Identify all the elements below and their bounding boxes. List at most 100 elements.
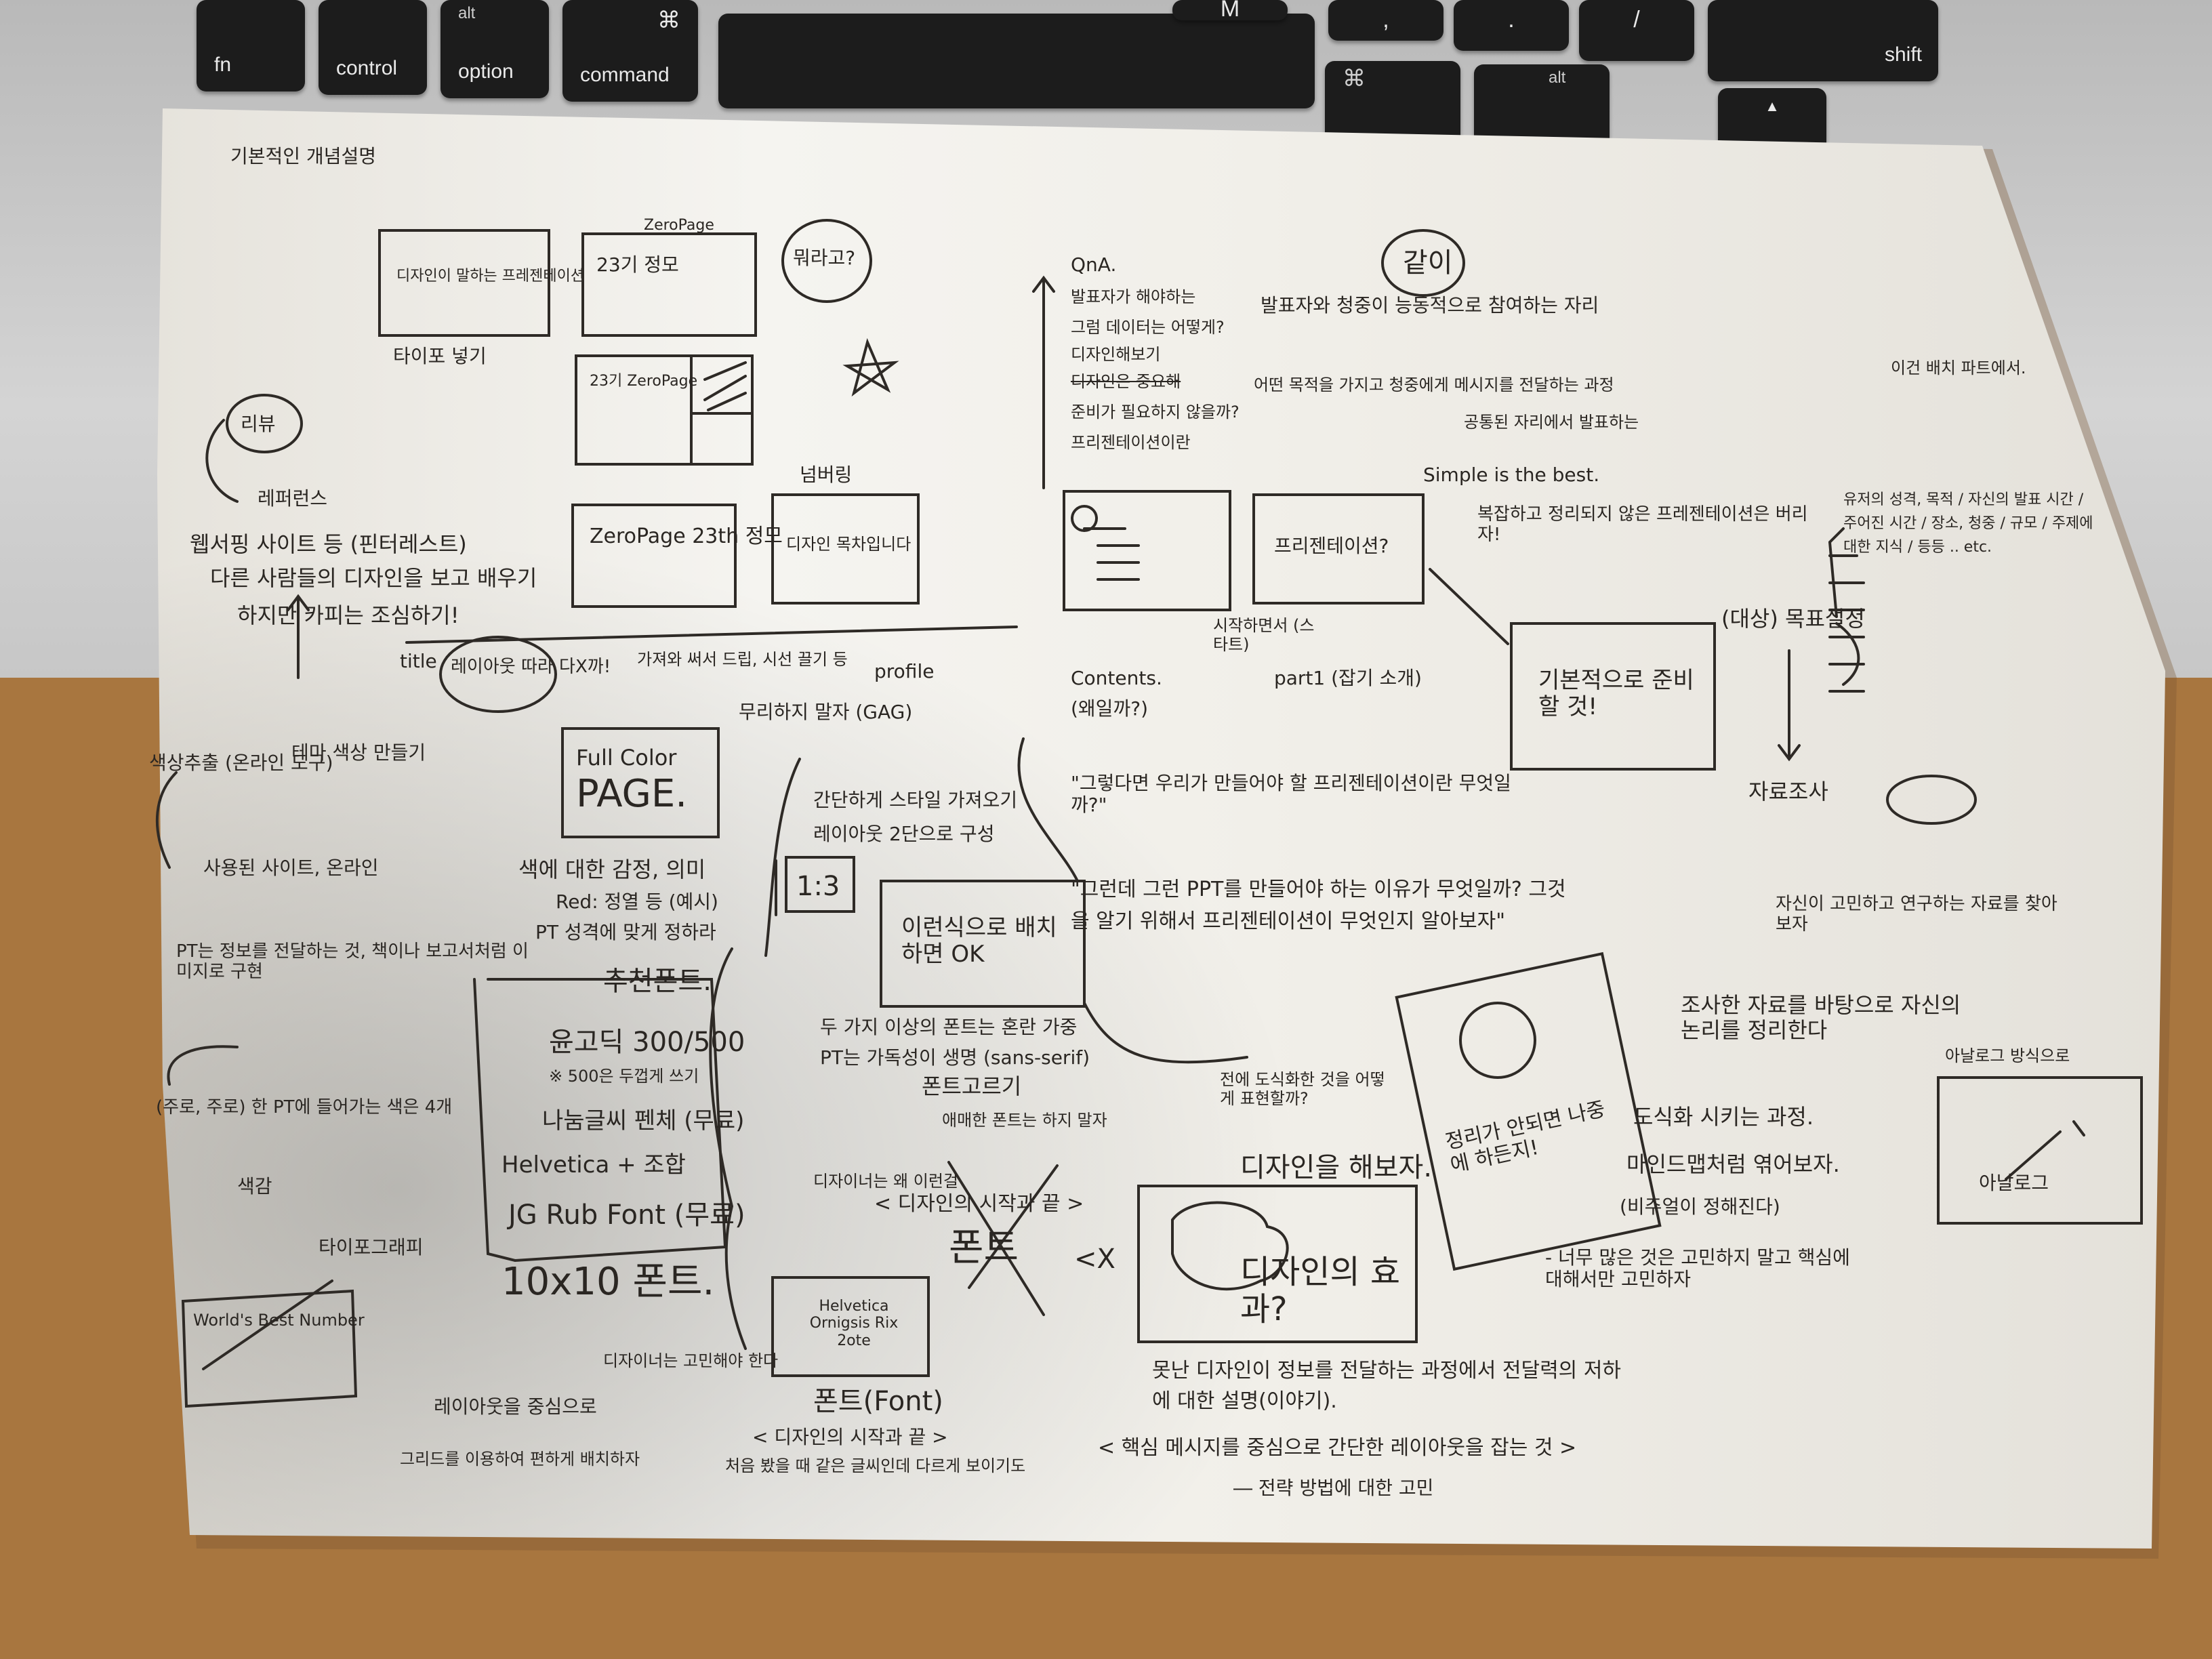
note-ratio: 1:3 — [796, 871, 840, 902]
note-worlds-best: World's Best Number — [193, 1311, 365, 1330]
note-designer-tip: < 디자인의 시작과 끝 > — [874, 1192, 1084, 1216]
key-m[interactable]: M — [1172, 0, 1288, 22]
note-page: PAGE. — [576, 772, 688, 816]
key-period[interactable]: . — [1454, 0, 1569, 51]
note-font-label: 폰트(Font) — [813, 1386, 943, 1417]
note-contents: Contents. — [1071, 667, 1162, 689]
key-option-label: option — [458, 60, 514, 83]
note-qna5: 준비가 필요하지 않을까? — [1071, 403, 1240, 422]
note-image: 가져와 써서 드립, 시선 끌기 등 — [637, 650, 848, 669]
note-designer-tool: 디자이너는 고민해야 한다 — [603, 1351, 779, 1370]
key-slash[interactable]: / — [1579, 0, 1694, 61]
note-grid: 그리드를 이용하여 편하게 배치하자 — [400, 1450, 640, 1469]
note-face: 정리가 안되면 나중에 하든지! — [1443, 1097, 1607, 1178]
note-pt-font: PT는 가독성이 생명 (sans-serif) — [820, 1046, 1090, 1069]
note-start: 시작하면서 (스타트) — [1213, 616, 1315, 654]
note-flow: (비주얼이 정해진다) — [1620, 1195, 1780, 1218]
note-others-design: 다른 사람들의 디자인을 보고 배우기 — [210, 565, 537, 591]
note-together: 같이 — [1403, 247, 1453, 279]
note-reference: 레퍼런스 — [258, 487, 328, 510]
note-red: Red: 정열 등 (예시) — [556, 890, 718, 913]
note-layout: 레이아웃 2단으로 구성 — [813, 823, 995, 845]
note-font-big: 폰트 — [949, 1226, 1019, 1270]
key-control[interactable]: control — [319, 0, 427, 95]
note-font-pick: 폰트고르기 — [922, 1073, 1022, 1099]
note-part1: part1 (잡기 소개) — [1274, 667, 1422, 689]
note-analog: 아날로그 방식으로 — [1945, 1046, 2070, 1065]
key-comma[interactable]: , — [1328, 0, 1443, 41]
note-pt-info: PT는 정보를 전달하는 것, 책이나 보고서처럼 이미지로 구현 — [176, 941, 529, 982]
note-visualize: 도식화 시키는 과정. — [1633, 1104, 1814, 1130]
key-fn[interactable]: fn — [197, 0, 305, 91]
note-pt-color: PT 성격에 맞게 정하라 — [535, 921, 716, 943]
note-box2: 23기 정모 — [596, 253, 679, 276]
key-slash-label: / — [1633, 7, 1640, 33]
note-bubble-what: 뭐라고? — [793, 247, 856, 269]
note-designer-q: 전에 도식화한 것을 어떻게 표현할까? — [1220, 1070, 1385, 1108]
key-command-symbol: ⌘ — [657, 7, 680, 33]
note-design-effect: 디자인의 효과? — [1240, 1253, 1401, 1329]
note-gag: 무리하지 말자 (GAG) — [739, 701, 913, 723]
note-target: (대상) 목표설정 — [1721, 606, 1865, 632]
key-m-label: M — [1220, 0, 1240, 22]
key-command-right-label: ⌘ — [1343, 66, 1366, 91]
note-why-bubble: (왜일까?) — [1071, 697, 1148, 720]
note-essential: - 너무 많은 것은 고민하지 말고 핵심에 대해서만 고민하자 — [1545, 1246, 1850, 1291]
note-layout-final: 레이아웃을 중심으로 — [434, 1395, 597, 1418]
key-space[interactable] — [718, 14, 1315, 108]
note-profile: profile — [874, 660, 935, 682]
note-qna6: 프리젠테이션이란 — [1071, 433, 1191, 452]
note-center-box: 이런식으로 배치하면 OK — [901, 914, 1057, 968]
note-title-caption: 타이포 넣기 — [393, 345, 487, 367]
note-font1: 윤고딕 300/500 — [549, 1027, 745, 1058]
note-title-label: title — [400, 650, 437, 672]
key-command-label: command — [580, 64, 670, 86]
note-full-color: Full Color — [576, 745, 677, 771]
note-box4: ZeroPage 23th 정모 — [590, 525, 783, 548]
note-font-box: Helvetica Ornigsis Rix 2ote — [809, 1298, 899, 1349]
note-font-desc: 처음 봤을 때 같은 글씨인데 다르게 보이기도 — [725, 1456, 1026, 1475]
key-shift[interactable]: shift — [1708, 0, 1938, 81]
key-fn-label: fn — [214, 54, 232, 76]
note-font5: 10x10 폰트. — [501, 1260, 715, 1304]
note-mindmap: 마인드맵처럼 엮어보자. — [1626, 1151, 1840, 1177]
note-qna3: 디자인해보기 — [1071, 345, 1161, 364]
note-font3: Helvetica + 조합 — [501, 1151, 686, 1179]
note-typography: 타이포그래피 — [319, 1236, 424, 1258]
note-top-left: 기본적인 개념설명 — [230, 145, 376, 167]
note-font1-note: ※ 500은 두껍게 쓰기 — [549, 1067, 699, 1086]
note-box2-top: ZeroPage — [644, 217, 714, 234]
note-qna2: 그럼 데이터는 어떻게? — [1071, 318, 1225, 337]
note-adobe: 사용된 사이트, 온라인 — [203, 857, 379, 879]
note-font-caption: < 디자인의 시작과 끝 > — [752, 1426, 948, 1448]
note-box3: 23기 ZeroPage — [590, 373, 698, 390]
note-box1: 디자인이 말하는 프레젠테이션 — [396, 268, 585, 285]
note-review: 리뷰 — [241, 413, 276, 435]
key-alt-right-label: alt — [1549, 68, 1566, 87]
note-style: 간단하게 스타일 가져오기 — [813, 789, 1018, 811]
key-command[interactable]: ⌘ command — [562, 0, 698, 102]
note-why-ppt: "그런데 그런 PPT를 만들어야 하는 이유가 무엇일까? 그것을 알기 위해… — [1071, 878, 1566, 933]
key-option-top: alt — [458, 4, 476, 22]
key-option[interactable]: alt option — [441, 0, 549, 98]
key-up-arrow-label: ▲ — [1765, 98, 1780, 115]
note-target-items: 유저의 성격, 목적 / 자신의 발표 시간 / 주어진 시간 / 장소, 청중… — [1843, 491, 2093, 556]
note-x-mark: <X — [1074, 1244, 1115, 1275]
note-bubble-copy: 레이아웃 따라 다X까! — [451, 657, 611, 677]
note-theme: 테마 색상 만들기 — [291, 741, 426, 764]
note-design-try: 디자인을 해보자. — [1240, 1152, 1433, 1183]
note-bottom2: < 핵심 메시지를 중심으로 간단한 레이아웃을 잡는 것 > — [1098, 1436, 1577, 1460]
note-simple-note: 복잡하고 정리되지 않은 프레젠테이션은 버리자! — [1477, 504, 1808, 545]
note-color-extract: 색상추출 (온라인 도구) — [149, 752, 333, 774]
note-two-fonts: 두 가지 이상의 폰트는 혼란 가중 — [820, 1016, 1078, 1038]
note-analog-box: 아날로그 — [1979, 1172, 2049, 1194]
note-font-rec: 추천폰트. — [603, 966, 712, 997]
note-box5-label: 넘버링 — [800, 464, 853, 486]
note-qna4: 디자인은 중요해 — [1071, 372, 1181, 391]
note-simple: Simple is the best. — [1423, 464, 1600, 486]
key-period-label: . — [1508, 7, 1515, 33]
note-qna1: 발표자가 해야하는 — [1071, 287, 1196, 306]
note-question: "그렇다면 우리가 만들어야 할 프리젠테이션이란 무엇일까?" — [1071, 772, 1511, 817]
